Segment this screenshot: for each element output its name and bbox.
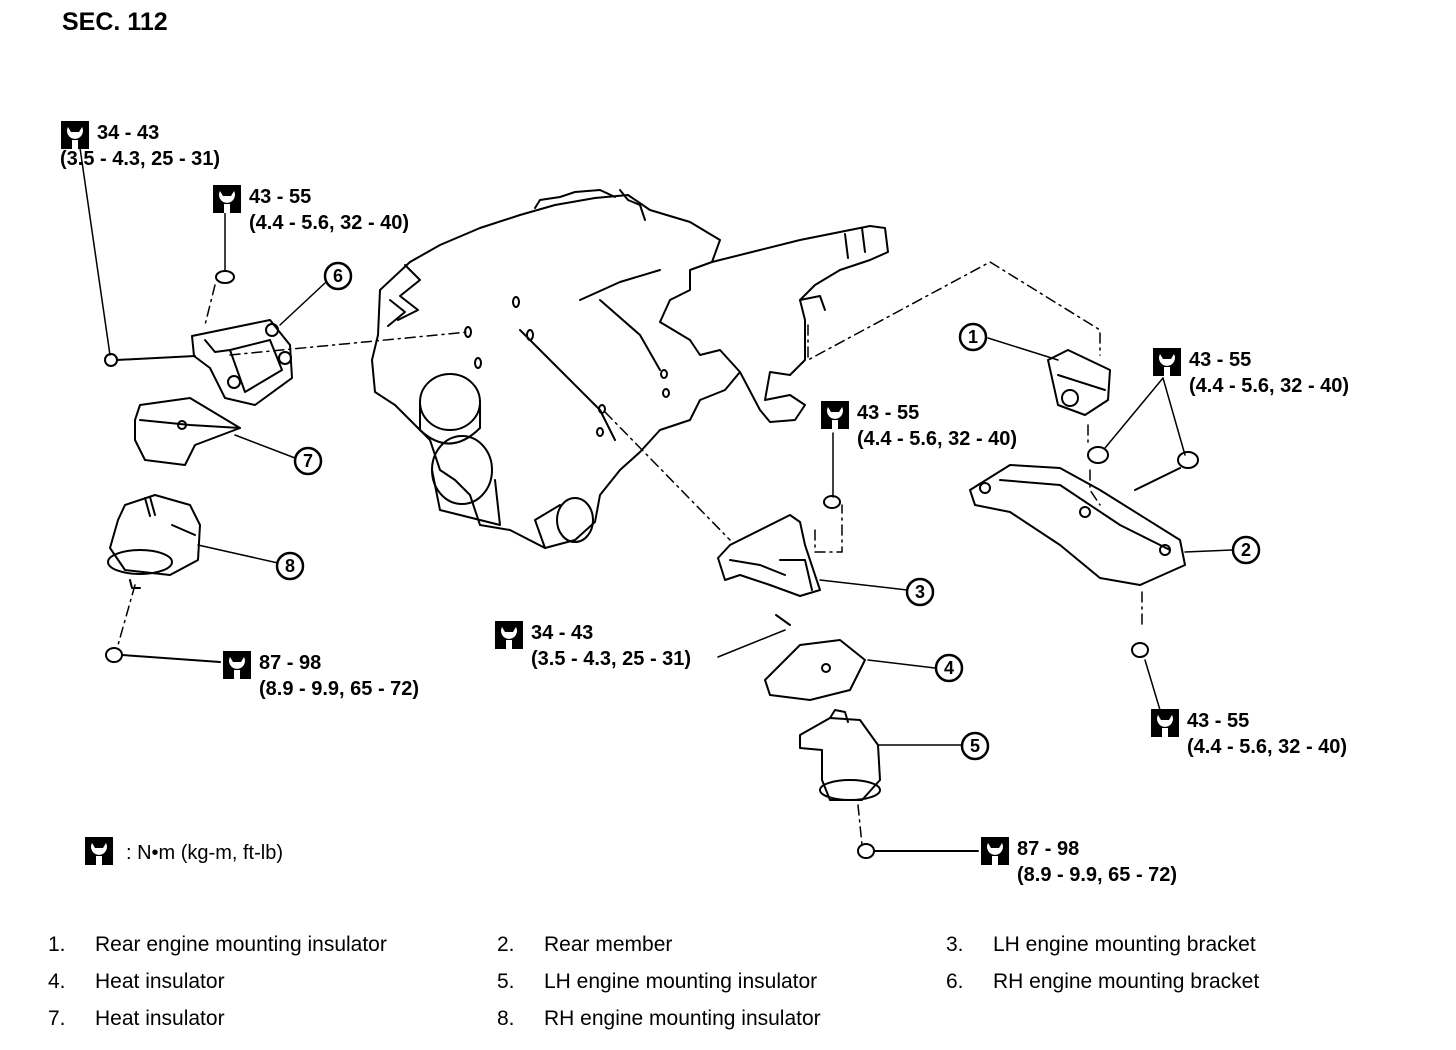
nut-lh-lower	[857, 843, 979, 859]
svg-text:4: 4	[944, 658, 954, 678]
torque-wrench-icon	[85, 837, 113, 865]
part-name: Rear engine mounting insulator	[95, 933, 387, 956]
part-number: 8.	[497, 1007, 515, 1030]
bolt-rear-member	[1134, 451, 1199, 491]
rh-engine-mounting-bracket	[191, 319, 293, 406]
torque-detail: (4.4 - 5.6, 32 - 40)	[1189, 375, 1350, 397]
units-legend-text: : N•m (kg-m, ft-lb)	[126, 842, 283, 864]
torque-value: 43 - 55	[857, 402, 920, 424]
torque-wrench-icon	[821, 401, 849, 429]
torque-detail: (4.4 - 5.6, 32 - 40)	[249, 212, 410, 234]
rh-engine-mounting-insulator	[107, 494, 201, 589]
torque-spec-rh-bracket-nut: 43 - 55 (4.4 - 5.6, 32 - 40)	[212, 184, 409, 236]
torque-detail: (3.5 - 4.3, 25 - 31)	[60, 148, 221, 170]
torque-value: 43 - 55	[249, 186, 312, 208]
torque-value: 34 - 43	[97, 122, 160, 144]
bolt-upper-left	[104, 353, 196, 367]
torque-spec-lh-bracket-nut: 43 - 55 (4.4 - 5.6, 32 - 40)	[820, 400, 1017, 452]
bolt-rear-member-lower	[1131, 642, 1149, 658]
torque-spec-lh-insulator-nut: 87 - 98 (8.9 - 9.9, 65 - 72)	[980, 836, 1177, 888]
leader-lines	[79, 147, 1233, 746]
callout-1: 1	[958, 322, 988, 352]
callout-6: 6	[323, 261, 353, 291]
part-number: 1.	[48, 933, 66, 956]
torque-value: 87 - 98	[259, 652, 322, 674]
part-number: 6.	[946, 970, 964, 993]
callout-3: 3	[905, 577, 935, 607]
part-name: RH engine mounting insulator	[544, 1007, 821, 1030]
svg-text:5: 5	[970, 736, 980, 756]
torque-detail: (8.9 - 9.9, 65 - 72)	[259, 678, 420, 700]
torque-wrench-icon	[495, 621, 523, 649]
torque-value: 43 - 55	[1189, 349, 1252, 371]
part-name: Heat insulator	[95, 970, 225, 993]
torque-value: 34 - 43	[531, 622, 594, 644]
svg-text:1: 1	[968, 327, 978, 347]
part-name: Heat insulator	[95, 1007, 225, 1030]
torque-wrench-icon	[981, 837, 1009, 865]
nut-lh-bracket	[823, 495, 841, 509]
nut-upper	[215, 270, 235, 284]
part-name: RH engine mounting bracket	[993, 970, 1260, 993]
torque-detail: (3.5 - 4.3, 25 - 31)	[531, 648, 692, 670]
part-number: 5.	[497, 970, 515, 993]
nut-lower-left	[105, 647, 221, 663]
torque-wrench-icon	[61, 121, 89, 149]
callout-8: 8	[275, 551, 305, 581]
torque-spec-lh-bracket-bolt: 34 - 43 (3.5 - 4.3, 25 - 31)	[494, 620, 691, 672]
svg-text:3: 3	[915, 582, 925, 602]
part-number: 4.	[48, 970, 66, 993]
part-number: 7.	[48, 1007, 66, 1030]
lh-engine-mounting-bracket	[717, 514, 821, 626]
part-name: LH engine mounting bracket	[993, 933, 1256, 956]
svg-text:2: 2	[1241, 540, 1251, 560]
part-name: Rear member	[544, 933, 673, 956]
torque-spec-rh-insulator-nut: 87 - 98 (8.9 - 9.9, 65 - 72)	[222, 650, 419, 702]
torque-spec-rear-member-bolts: 43 - 55 (4.4 - 5.6, 32 - 40)	[1152, 347, 1349, 399]
engine-assembly	[371, 189, 889, 549]
callout-7: 7	[293, 446, 323, 476]
svg-text:7: 7	[303, 451, 313, 471]
torque-detail: (8.9 - 9.9, 65 - 72)	[1017, 864, 1178, 886]
heat-insulator-lh	[764, 639, 866, 701]
bolt-rear	[1087, 446, 1109, 464]
torque-wrench-icon	[223, 651, 251, 679]
rear-engine-mounting-insulator	[1047, 349, 1111, 416]
part-name: LH engine mounting insulator	[544, 970, 818, 993]
torque-detail: (4.4 - 5.6, 32 - 40)	[1187, 736, 1348, 758]
part-number: 2.	[497, 933, 515, 956]
alignment-lines	[117, 261, 1143, 846]
torque-spec-rear-member-lower-bolt: 43 - 55 (4.4 - 5.6, 32 - 40)	[1150, 708, 1347, 760]
callout-5: 5	[960, 731, 990, 761]
svg-text:8: 8	[285, 556, 295, 576]
torque-wrench-icon	[1153, 348, 1181, 376]
torque-detail: (4.4 - 5.6, 32 - 40)	[857, 428, 1018, 450]
torque-value: 43 - 55	[1187, 710, 1250, 732]
torque-spec-rh-bracket-bolt: 34 - 43 (3.5 - 4.3, 25 - 31)	[60, 120, 220, 172]
callout-4: 4	[934, 653, 964, 683]
svg-text:6: 6	[333, 266, 343, 286]
section-number: SEC. 112	[62, 8, 168, 36]
part-number: 3.	[946, 933, 964, 956]
torque-wrench-icon	[213, 185, 241, 213]
rear-member	[969, 464, 1186, 586]
callout-2: 2	[1231, 535, 1261, 565]
lh-engine-mounting-insulator	[799, 709, 881, 801]
torque-value: 87 - 98	[1017, 838, 1080, 860]
heat-insulator-rh	[134, 397, 241, 466]
torque-wrench-icon	[1151, 709, 1179, 737]
